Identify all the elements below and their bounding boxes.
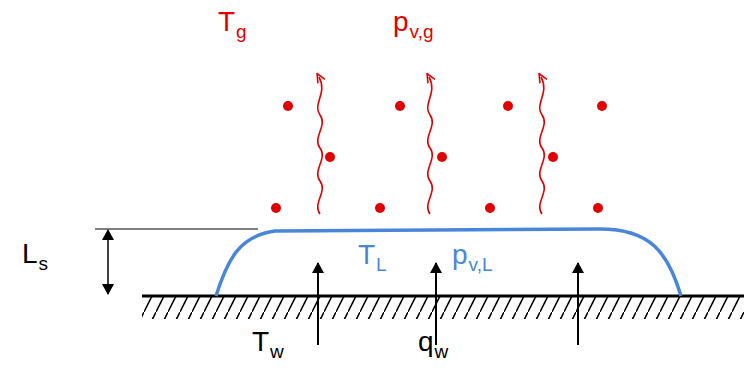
gas-vapor-pressure-subscript: v,g <box>410 22 434 41</box>
wall-line <box>142 295 744 298</box>
liquid-temperature: T <box>358 241 375 269</box>
wall-heat-flux-subscript: w <box>435 342 449 361</box>
gas-temperature-subscript: g <box>236 22 247 41</box>
evaporation-arrows <box>318 77 545 214</box>
liquid-temperature-subscript: L <box>376 255 387 274</box>
film-thickness-subscript: s <box>39 254 49 273</box>
wall-hatching <box>142 297 744 319</box>
dimension-line <box>95 228 258 229</box>
wall-heat-flux: q <box>418 328 434 356</box>
heat-flux-arrow <box>435 263 437 345</box>
heat-flux-arrow <box>577 263 579 345</box>
liquid-vapor-pressure-subscript: v,L <box>469 255 493 274</box>
liquid-film <box>216 229 681 296</box>
liquid-vapor-pressure: p <box>452 241 468 269</box>
heat-flux-arrow <box>317 263 319 345</box>
wall-temperature: T <box>252 328 269 356</box>
wall-temperature-subscript: w <box>270 342 284 361</box>
gas-vapor-pressure: p <box>393 8 409 36</box>
gas-temperature: T <box>218 8 235 36</box>
film-thickness: L <box>22 240 38 268</box>
dimension-arrow <box>107 231 109 294</box>
liquid-film-region: TLpv,L <box>216 229 681 296</box>
